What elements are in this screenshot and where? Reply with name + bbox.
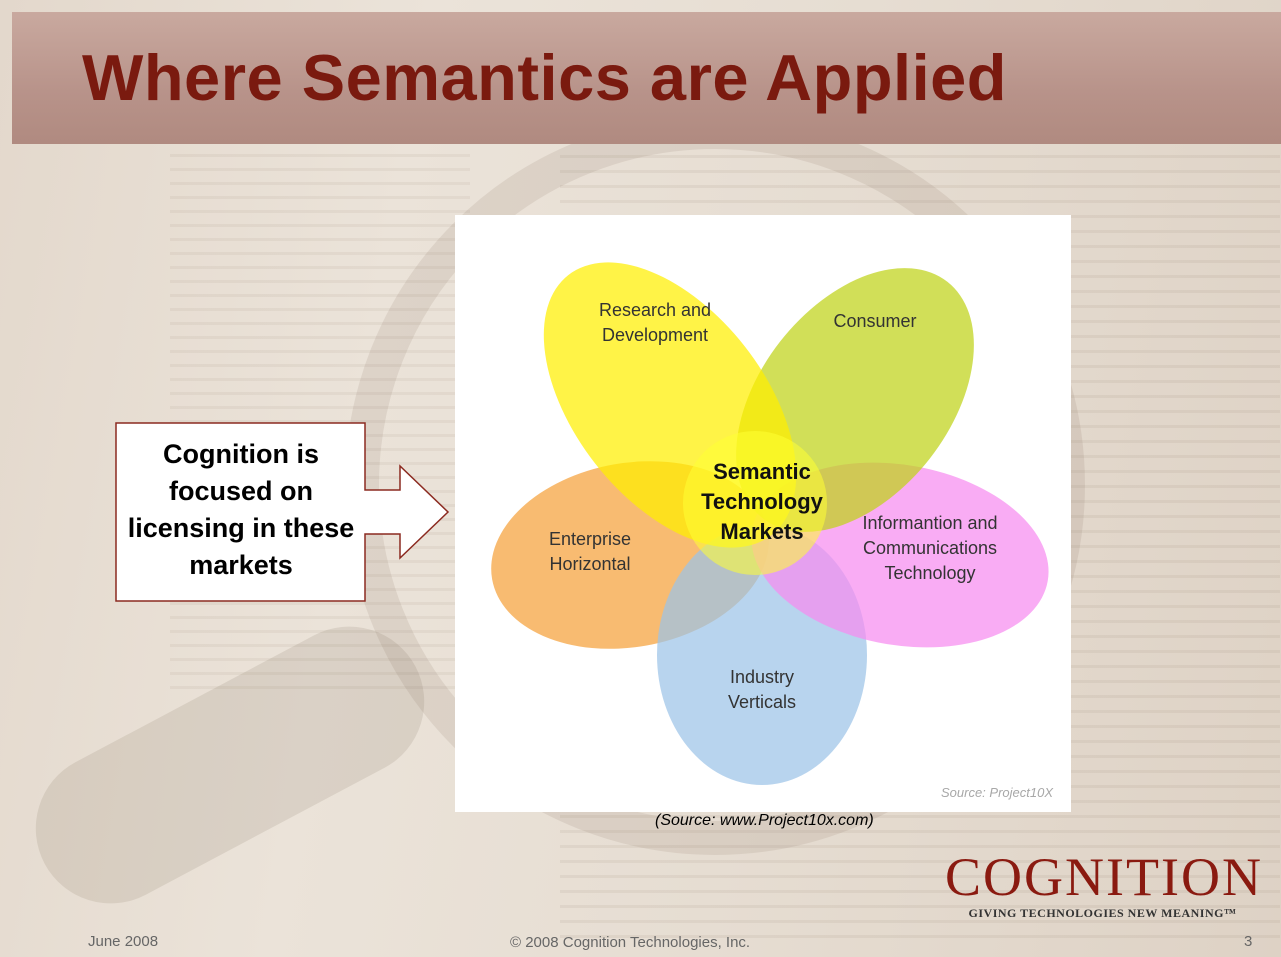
logo-tagline: GIVING TECHNOLOGIES NEW MEANING™ — [968, 906, 1237, 920]
cognition-logo: COGNITION GIVING TECHNOLOGIES NEW MEANIN… — [945, 847, 1263, 921]
slide-title: Where Semantics are Applied — [82, 41, 1007, 114]
venn-center-overlap — [683, 431, 827, 575]
title-band — [12, 12, 1281, 144]
petal-label-consumer: Consumer — [833, 311, 916, 331]
source-caption: (Source: www.Project10x.com) — [655, 812, 874, 829]
footer-date: June 2008 — [88, 933, 159, 950]
callout-text: Cognition is focused on licensing in the… — [127, 439, 355, 580]
page-number: 3 — [1244, 933, 1253, 950]
diagram-source-note: Source: Project10X — [940, 785, 1053, 800]
callout-arrow-shape — [115, 422, 450, 602]
footer-copyright: © 2008 Cognition Technologies, Inc. — [510, 934, 751, 951]
logo-wordmark: COGNITION — [945, 847, 1263, 907]
callout-arrow-box: Cognition is focused on licensing in the… — [115, 422, 450, 602]
